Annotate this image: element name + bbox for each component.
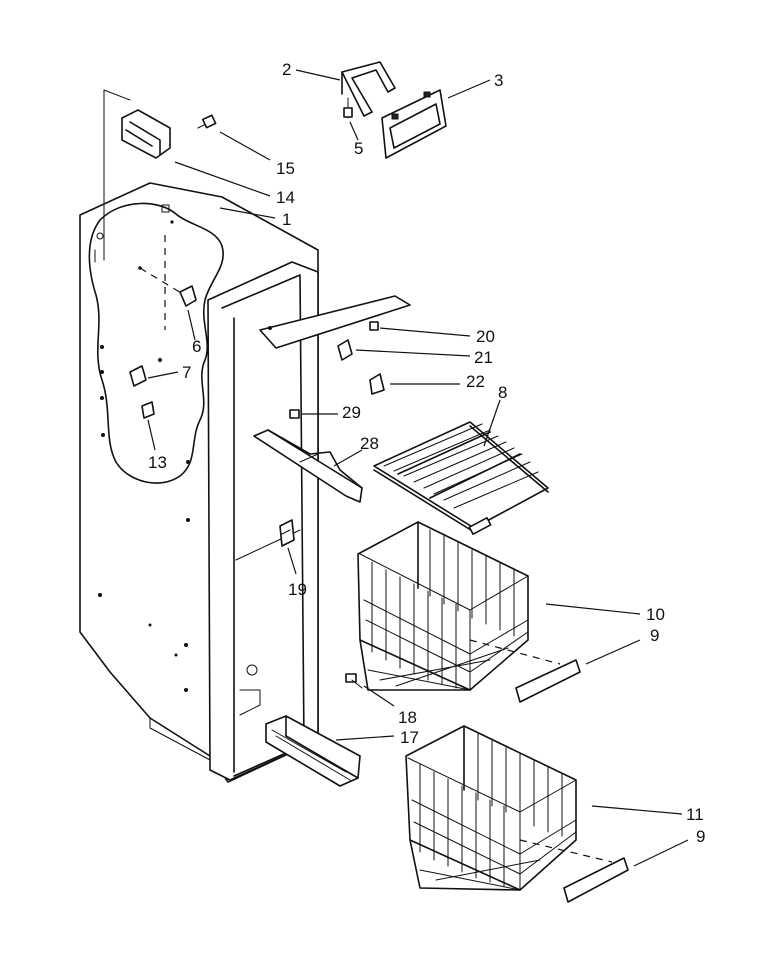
basket-divider-lower <box>563 857 629 903</box>
callout-labels: 2 3 5 15 14 1 6 7 13 20 21 22 8 29 28 19… <box>148 60 705 846</box>
basket-upper <box>357 521 561 691</box>
callout-28: 28 <box>360 434 379 453</box>
wire-shelf <box>373 421 549 536</box>
leader-lines <box>147 69 689 867</box>
callout-9-upper: 9 <box>650 626 659 645</box>
shelf-support-rail <box>253 409 363 503</box>
basket-lower <box>405 725 613 891</box>
callout-8: 8 <box>498 383 507 402</box>
callout-15: 15 <box>276 159 295 178</box>
callout-14: 14 <box>276 188 295 207</box>
callout-6: 6 <box>192 337 201 356</box>
screw-18 <box>345 673 363 689</box>
callout-13: 13 <box>148 453 167 472</box>
callout-5: 5 <box>354 139 363 158</box>
callout-2: 2 <box>282 60 291 79</box>
front-trim-17 <box>265 715 361 787</box>
callout-29: 29 <box>342 403 361 422</box>
callout-18: 18 <box>398 708 417 727</box>
basket-divider-upper <box>515 659 581 703</box>
hinge-bracket <box>121 109 217 159</box>
callout-20: 20 <box>476 327 495 346</box>
bracket-19 <box>279 519 295 547</box>
callout-1: 1 <box>282 210 291 229</box>
callout-9-lower: 9 <box>696 827 705 846</box>
freezer-liner <box>79 89 319 783</box>
callout-17: 17 <box>400 728 419 747</box>
callout-22: 22 <box>466 372 485 391</box>
callout-11: 11 <box>686 805 704 824</box>
callout-3: 3 <box>494 71 503 90</box>
callout-21: 21 <box>474 348 493 367</box>
deflector-plate <box>259 295 411 395</box>
small-clips <box>129 285 197 419</box>
callout-7: 7 <box>182 363 191 382</box>
callout-19: 19 <box>288 580 307 599</box>
top-bracket-assembly <box>341 61 447 159</box>
callout-10: 10 <box>646 605 665 624</box>
